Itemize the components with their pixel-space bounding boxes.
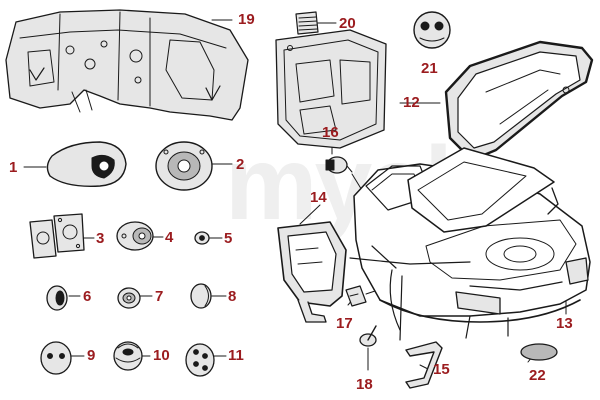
car-rear-view[interactable]	[349, 147, 591, 341]
part-8-cap-grommet[interactable]	[190, 283, 212, 309]
callout-14[interactable]: 14	[310, 189, 327, 206]
part-16-bulb-holder[interactable]	[325, 156, 353, 174]
part-11-multi-hole-plug[interactable]	[185, 343, 215, 377]
part-10-ribbed-plug[interactable]	[113, 341, 143, 371]
part-1-oval-cover[interactable]	[46, 141, 127, 187]
callout-21[interactable]: 21	[421, 60, 438, 77]
part-17-switch[interactable]	[345, 285, 379, 307]
part-20-ribbed-grommet[interactable]	[295, 11, 319, 35]
callout-7[interactable]: 7	[155, 288, 164, 305]
callout-4[interactable]: 4	[165, 229, 174, 246]
part-3-gasket-plates[interactable]	[29, 213, 85, 259]
part-4-flanged-grommet[interactable]	[116, 221, 154, 251]
part-18-push-fastener[interactable]	[359, 325, 377, 347]
callout-2[interactable]: 2	[236, 156, 245, 173]
part-22-round-pad[interactable]	[520, 343, 558, 361]
callout-6[interactable]: 6	[83, 288, 92, 305]
callout-18[interactable]: 18	[356, 376, 373, 393]
part-2-round-boot[interactable]	[155, 141, 213, 191]
part-9-large-plug[interactable]	[40, 341, 72, 375]
callout-15[interactable]: 15	[433, 361, 450, 378]
callout-19[interactable]: 19	[238, 11, 255, 28]
callout-13[interactable]: 13	[556, 315, 573, 332]
part-21-two-hole-plug[interactable]	[413, 11, 451, 49]
part-6-blind-grommet[interactable]	[46, 285, 68, 311]
callout-22[interactable]: 22	[529, 367, 546, 384]
part-12-boot-lid-seal[interactable]	[444, 40, 594, 162]
callout-8[interactable]: 8	[228, 288, 237, 305]
part-19-firewall-insulation[interactable]	[5, 9, 249, 121]
callout-17[interactable]: 17	[336, 315, 353, 332]
callout-12[interactable]: 12	[403, 94, 420, 111]
callout-9[interactable]: 9	[87, 347, 96, 364]
callout-20[interactable]: 20	[339, 15, 356, 32]
hood-inner-panel[interactable]	[275, 29, 387, 149]
part-15-boot-rod[interactable]	[405, 341, 443, 389]
part-5-small-plug[interactable]	[194, 231, 210, 245]
callout-1[interactable]: 1	[9, 159, 18, 176]
callout-16[interactable]: 16	[322, 124, 339, 141]
callout-10[interactable]: 10	[153, 347, 170, 364]
part-7-stepped-grommet[interactable]	[117, 287, 141, 309]
callout-5[interactable]: 5	[224, 230, 233, 247]
part-14-lamp-housing[interactable]	[277, 221, 347, 323]
callout-11[interactable]: 11	[228, 347, 244, 364]
callout-3[interactable]: 3	[96, 230, 105, 247]
